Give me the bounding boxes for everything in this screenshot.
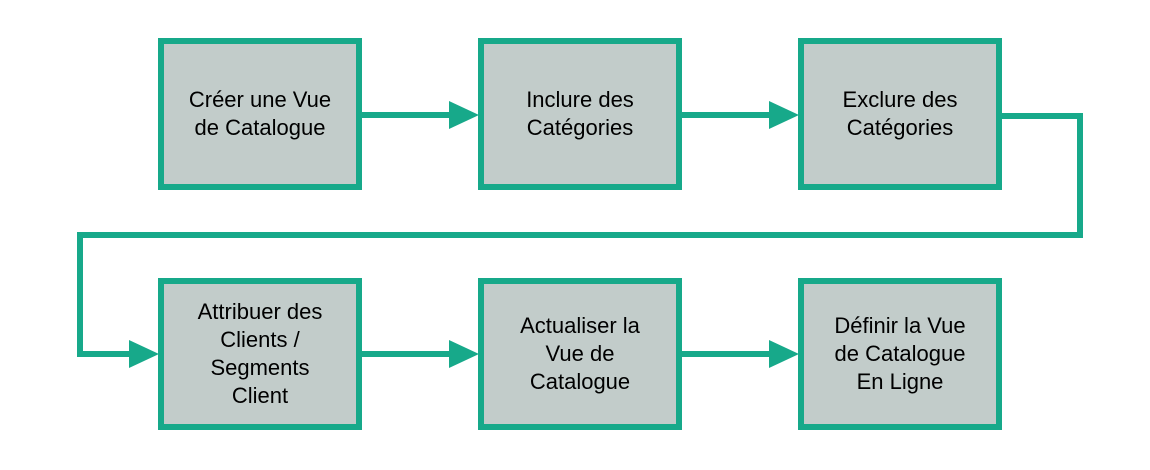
flow-box-create-catalogue-view-label: Créer une Vue de Catalogue (188, 87, 332, 140)
flow-box-exclude-categories-label: Exclure des Catégories (842, 87, 958, 140)
flow-box-exclude-categories: Exclure des Catégories (798, 38, 1002, 190)
flow-box-assign-customers-segments: Attribuer des Clients / Segments Client (158, 278, 362, 430)
flow-box-update-catalogue-view-label: Actualiser la Vue de Catalogue (520, 313, 640, 394)
flow-box-set-catalogue-view-online-label: Définir la Vue de Catalogue En Ligne (834, 313, 966, 394)
flow-box-update-catalogue-view: Actualiser la Vue de Catalogue (478, 278, 682, 430)
flow-box-include-categories: Inclure des Catégories (478, 38, 682, 190)
flow-box-include-categories-label: Inclure des Catégories (526, 87, 634, 140)
arrow-head-include-to-exclude (769, 101, 799, 129)
flow-box-assign-customers-segments-label: Attribuer des Clients / Segments Client (197, 299, 323, 408)
arrow-head-update-to-online (769, 340, 799, 368)
arrow-head-assign-to-update (449, 340, 479, 368)
flow-box-set-catalogue-view-online: Définir la Vue de Catalogue En Ligne (798, 278, 1002, 430)
wrap-connector-line-exclude-to-assign (77, 113, 1083, 357)
arrow-head-exclude-to-assign (129, 340, 159, 368)
arrow-head-create-to-include (449, 101, 479, 129)
flow-box-create-catalogue-view: Créer une Vue de Catalogue (158, 38, 362, 190)
